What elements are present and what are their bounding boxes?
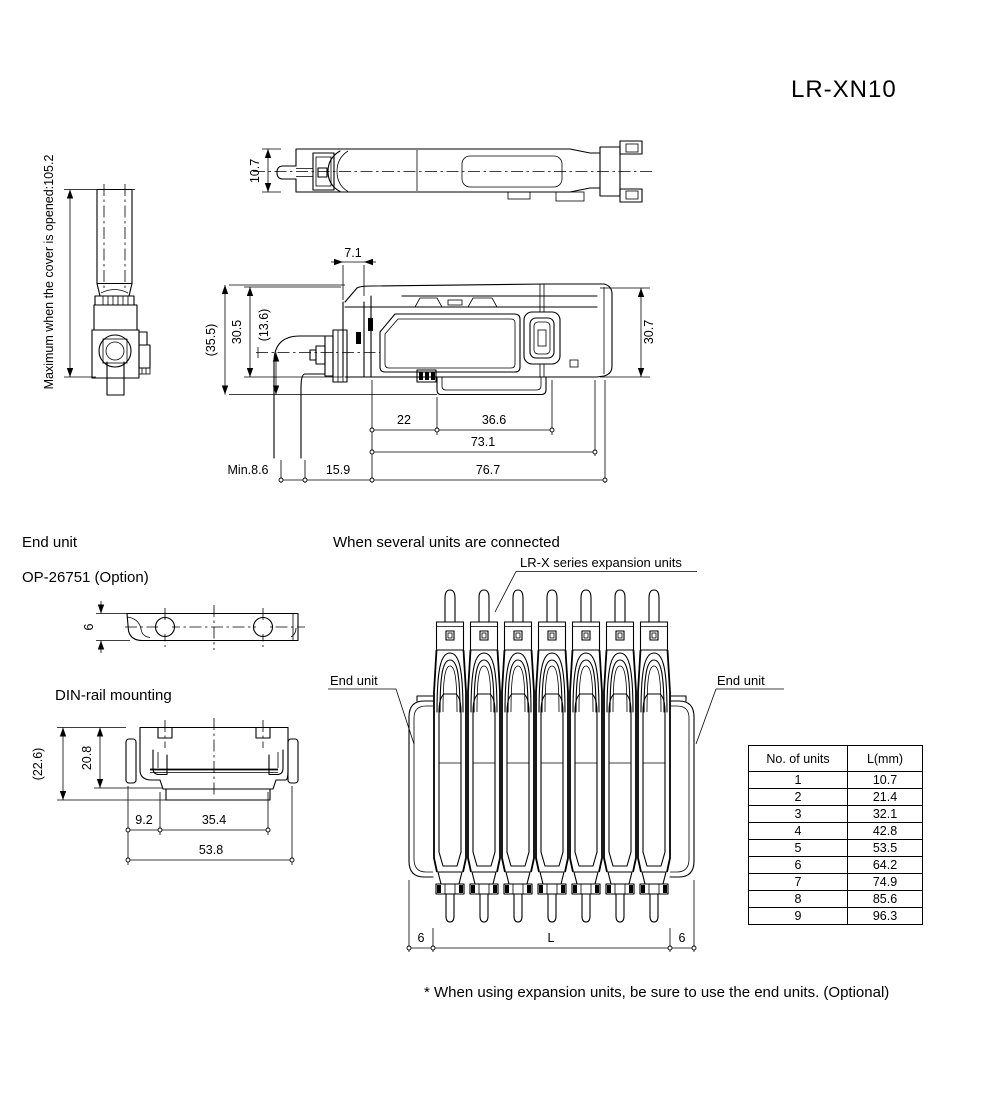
units-cell: 8 (748, 890, 848, 908)
length-cell: 42.8 (847, 822, 923, 840)
dim-6-left: 6 (418, 931, 425, 945)
dim-36-6: 36.6 (482, 413, 506, 427)
dim-L: L (548, 931, 555, 945)
units-cell: 5 (748, 839, 848, 857)
end-unit-drawing: End unit OP-26751 (Option) 6 (22, 534, 305, 653)
din-rail-title: DIN-rail mounting (55, 687, 172, 704)
end-unit-title: End unit (22, 534, 78, 551)
dim-6-thickness: 6 (82, 623, 96, 630)
units-cell: 4 (748, 822, 848, 840)
dim-30-5: 30.5 (230, 320, 244, 344)
cover-open-note: Maximum when the cover is opened:105.2 (42, 155, 56, 390)
dim-73-1: 73.1 (471, 435, 495, 449)
units-cell: 2 (748, 788, 848, 806)
dim-9-2: 9.2 (135, 813, 152, 827)
dim-7-1: 7.1 (344, 246, 361, 260)
col-header-units: No. of units (748, 745, 848, 772)
length-cell: 64.2 (847, 856, 923, 874)
table-header-row: No. of units L(mm) (748, 745, 923, 772)
length-cell: 53.5 (847, 839, 923, 857)
expansion-units-label: LR-X series expansion units (520, 555, 682, 570)
footnote: * When using expansion units, be sure to… (424, 984, 889, 1001)
units-cell: 9 (748, 907, 848, 925)
length-cell: 21.4 (847, 788, 923, 806)
length-cell: 85.6 (847, 890, 923, 908)
units-cell: 3 (748, 805, 848, 823)
din-rail-drawing: DIN-rail mounting (22.6) 20.8 9.2 35.4 5… (31, 687, 299, 865)
main-side-view: 7.1 (35.5) 30.5 (13.6) 30.7 22 36.6 73.1… (204, 246, 656, 483)
dim-53-8: 53.8 (199, 843, 223, 857)
dim-76-7: 76.7 (476, 463, 500, 477)
units-cell: 7 (748, 873, 848, 891)
length-cell: 74.9 (847, 873, 923, 891)
length-cell: 32.1 (847, 805, 923, 823)
units-cell: 6 (748, 856, 848, 874)
dim-35-5: (35.5) (204, 324, 218, 357)
cover-open-view: Maximum when the cover is opened:105.2 (42, 155, 151, 396)
dim-13-6: (13.6) (257, 309, 271, 342)
end-unit-right-label: End unit (717, 673, 765, 688)
dim-30-7: 30.7 (642, 320, 656, 344)
dim-35-4: 35.4 (202, 813, 226, 827)
connected-units-drawing: When several units are connected LR-X se… (328, 534, 784, 952)
connected-title: When several units are connected (333, 534, 560, 551)
dim-20-8: 20.8 (80, 746, 94, 770)
top-view-drawing: 10.7 (248, 140, 655, 203)
dim-10-7: 10.7 (248, 159, 262, 183)
end-unit-left-label: End unit (330, 673, 378, 688)
units-cell: 1 (748, 771, 848, 789)
page-title: LR-XN10 (791, 76, 897, 103)
length-cell: 96.3 (847, 907, 923, 925)
dim-min-8-6: Min.8.6 (228, 463, 269, 477)
dim-22-6: (22.6) (31, 748, 45, 781)
dim-22: 22 (397, 413, 411, 427)
col-header-length: L(mm) (847, 745, 923, 772)
dim-15-9: 15.9 (326, 463, 350, 477)
end-unit-model: OP-26751 (Option) (22, 569, 149, 586)
dim-6-right: 6 (679, 931, 686, 945)
length-cell: 10.7 (847, 771, 923, 789)
